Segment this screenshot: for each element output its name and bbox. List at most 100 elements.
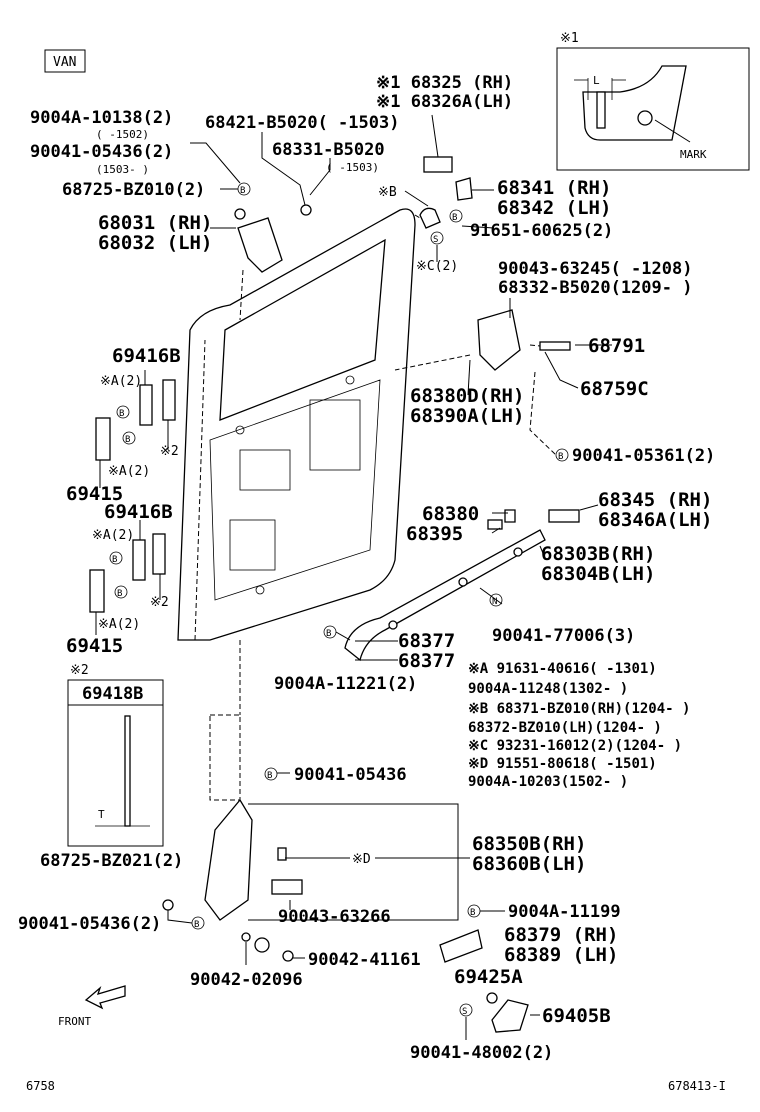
- label-91651-60625: 91651-60625(2): [470, 221, 613, 241]
- center-hinge: [394, 309, 571, 371]
- label-69415-1: 69415: [66, 483, 123, 505]
- label-69416b-2: 69416B: [104, 501, 173, 523]
- front-arrow: FRONT: [58, 985, 126, 1028]
- label-68304b: 68304B(LH): [541, 563, 655, 585]
- label-68791: 68791: [588, 335, 645, 357]
- label-68725-bz021: 68725-BZ021(2): [40, 851, 183, 871]
- note-line: ※A 91631-40616( -1301): [468, 661, 657, 677]
- label-90041-05436-2: 90041-05436(2): [30, 142, 173, 162]
- svg-text:B: B: [119, 409, 124, 419]
- label-date-1502: ( -1502): [96, 128, 149, 141]
- label-90042-02096: 90042-02096: [190, 970, 303, 990]
- svg-text:B: B: [470, 908, 475, 918]
- label-68377-a: 68377: [398, 630, 455, 652]
- svg-text:B: B: [558, 452, 563, 462]
- label-9004a-10138: 9004A-10138(2): [30, 108, 173, 128]
- inset-1-marker: ※1: [560, 31, 579, 46]
- note-line: 68372-BZ010(LH)(1204- ): [468, 720, 662, 736]
- label-x2-1: ※2: [160, 444, 179, 459]
- reference-id: 678413-I: [668, 1079, 726, 1093]
- lower-hinge: [162, 640, 303, 962]
- label-69416b-1: 69416B: [112, 345, 181, 367]
- label-date-1503b: ( -1503): [326, 161, 379, 174]
- top-right-parts: [414, 114, 473, 229]
- label-68390a: 68390A(LH): [410, 405, 524, 427]
- label-xb: ※B: [378, 185, 397, 200]
- label-68346a: 68346A(LH): [598, 509, 712, 531]
- svg-text:N: N: [492, 597, 497, 607]
- inset-2-title: 69418B: [82, 684, 143, 704]
- part-labels: ※1 68325 (RH) ※1 68326A(LH) 9004A-10138(…: [18, 73, 726, 1093]
- label-68759c: 68759C: [580, 378, 649, 400]
- variant-box: VAN: [44, 49, 86, 73]
- label-xd: ※D: [352, 852, 371, 867]
- label-68345: 68345 (RH): [598, 489, 712, 511]
- label-68350b: 68350B(RH): [472, 833, 586, 855]
- svg-text:B: B: [452, 213, 457, 223]
- inset-2-marker: ※2: [70, 663, 89, 678]
- label-68380d: 68380D(RH): [410, 385, 524, 407]
- label-69405b: 69405B: [542, 1005, 611, 1027]
- svg-text:S: S: [433, 235, 438, 245]
- label-xa2-1: ※A(2): [100, 374, 142, 389]
- label-68342: 68342 (LH): [497, 197, 611, 219]
- label-68377-b: 68377: [398, 650, 455, 672]
- inset-1-dim-label: L: [593, 74, 600, 87]
- label-68331: 68331-B5020: [272, 140, 385, 160]
- inset-1: ※1 L MARK: [556, 31, 750, 171]
- label-68325: ※1 68325 (RH): [376, 73, 513, 93]
- center-rail: [344, 509, 580, 662]
- note-line: 9004A-10203(1502- ): [468, 774, 628, 790]
- front-label: FRONT: [58, 1015, 91, 1028]
- leader-lines: [95, 132, 612, 1040]
- sliding-door-panel: [177, 208, 416, 641]
- label-90043-63266: 90043-63266: [278, 907, 391, 927]
- circle-letters: B B S B B B B B N B B B B S: [109, 182, 569, 1017]
- mark-label: MARK: [680, 148, 707, 161]
- label-68303b: 68303B(RH): [541, 543, 655, 565]
- svg-text:B: B: [326, 629, 331, 639]
- svg-text:B: B: [112, 555, 117, 565]
- note-line: 9004A-11248(1302- ): [468, 681, 628, 697]
- svg-text:S: S: [462, 1007, 467, 1017]
- label-xc2: ※C(2): [416, 259, 458, 274]
- label-68380: 68380: [422, 503, 479, 525]
- label-9004a-11199: 9004A-11199: [508, 902, 621, 922]
- inset-2: ※2 69418B T: [67, 663, 164, 847]
- label-90043-63245: 90043-63245( -1208): [498, 259, 692, 279]
- svg-text:B: B: [125, 435, 130, 445]
- label-69425a: 69425A: [454, 966, 523, 988]
- door-stoppers: [439, 929, 529, 1033]
- label-68332: 68332-B5020(1209- ): [498, 278, 692, 298]
- label-68360b: 68360B(LH): [472, 853, 586, 875]
- label-68421: 68421-B5020( -1503): [205, 113, 399, 133]
- label-68031: 68031 (RH): [98, 212, 212, 234]
- label-68725-bz010: 68725-BZ010(2): [62, 180, 205, 200]
- variant-label: VAN: [53, 55, 76, 70]
- label-90041-05361: 90041-05361(2): [572, 446, 715, 466]
- label-68379: 68379 (RH): [504, 924, 618, 946]
- label-xa2-4: ※A(2): [98, 617, 140, 632]
- upper-hinge: [234, 204, 312, 321]
- label-68326a: ※1 68326A(LH): [376, 92, 513, 112]
- svg-text:B: B: [240, 186, 245, 196]
- notes-block: ※A 91631-40616( -1301) 9004A-11248(1302-…: [468, 661, 690, 790]
- svg-text:B: B: [194, 920, 199, 930]
- label-90041-77006: 90041-77006(3): [492, 626, 635, 646]
- label-xa2-3: ※A(2): [92, 528, 134, 543]
- label-68341: 68341 (RH): [497, 177, 611, 199]
- label-68032: 68032 (LH): [98, 232, 212, 254]
- label-x2-2: ※2: [150, 595, 169, 610]
- page-number: 6758: [26, 1079, 55, 1093]
- note-line: ※C 93231-16012(2)(1204- ): [468, 738, 682, 754]
- left-brackets: [89, 379, 176, 613]
- label-68395: 68395: [406, 523, 463, 545]
- note-line: ※D 91551-80618( -1501): [468, 756, 657, 772]
- svg-text:B: B: [117, 589, 122, 599]
- label-90042-41161: 90042-41161: [308, 950, 421, 970]
- label-date-1503a: (1503- ): [96, 163, 149, 176]
- label-90041-48002: 90041-48002(2): [410, 1043, 553, 1063]
- label-90041-05436: 90041-05436: [294, 765, 407, 785]
- note-line: ※B 68371-BZ010(RH)(1204- ): [468, 701, 690, 717]
